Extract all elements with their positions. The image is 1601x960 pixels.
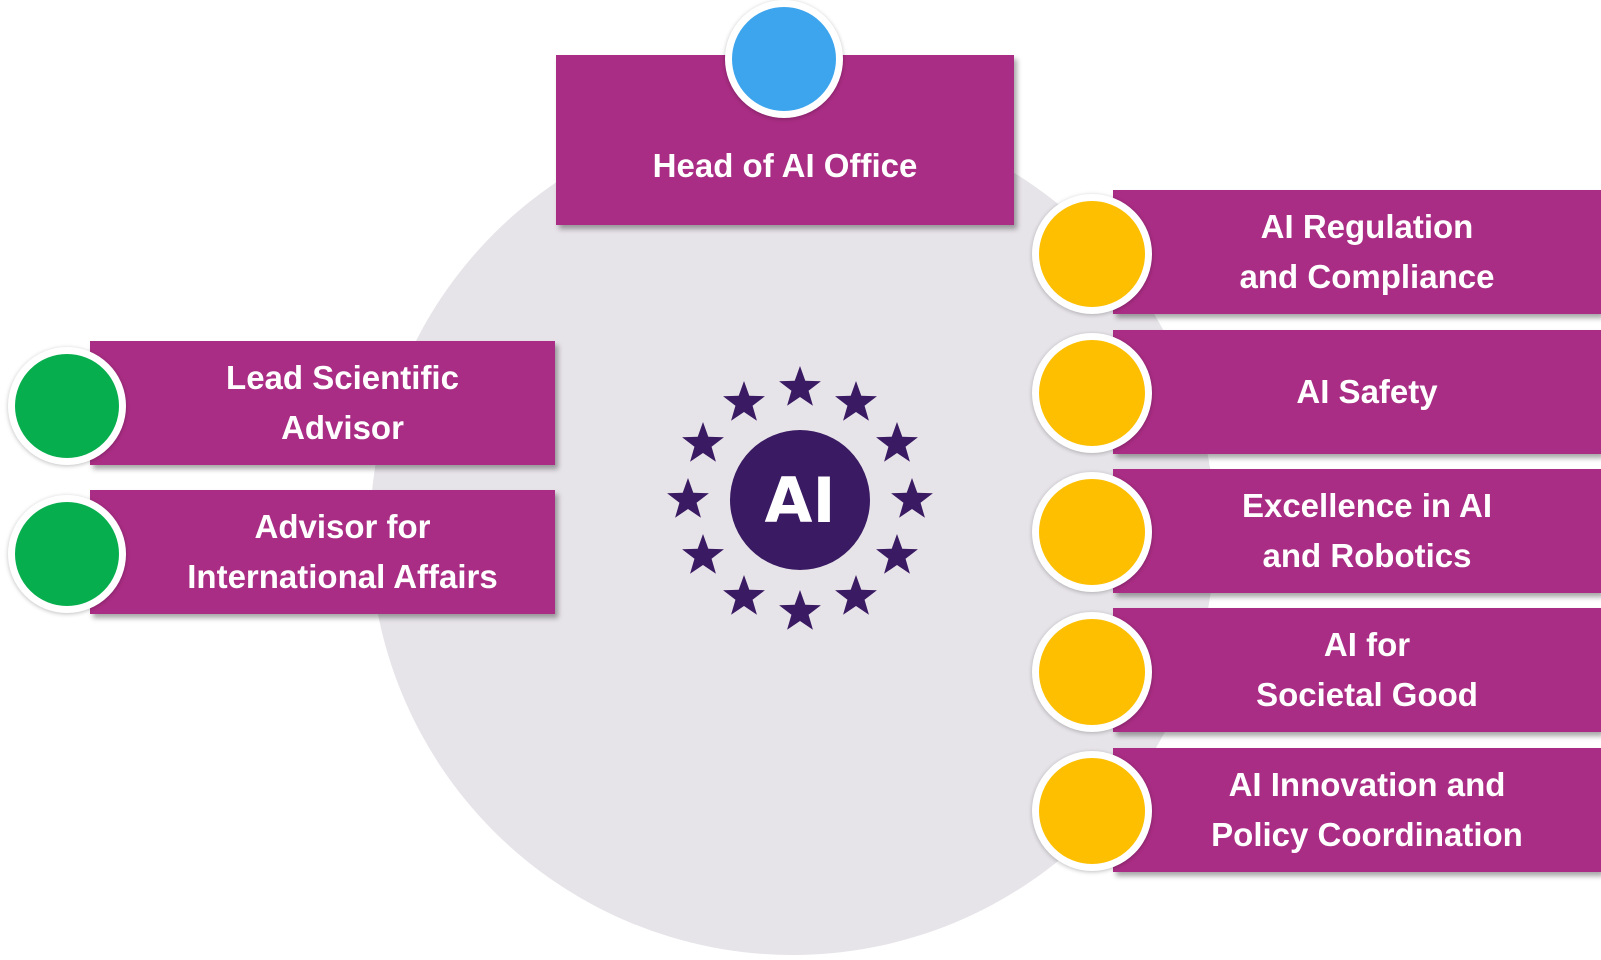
star-icon — [835, 574, 877, 615]
star-icon — [723, 574, 765, 615]
unit-label: Excellence in AI and Robotics — [1241, 487, 1493, 574]
star-icon — [682, 534, 724, 574]
star-icon — [876, 534, 918, 574]
star-icon — [835, 381, 877, 421]
star-icon — [876, 422, 918, 462]
head-node-circle — [725, 0, 843, 118]
unit-node-circle — [1032, 612, 1152, 732]
advisor-label: Advisor for International Affairs — [187, 508, 498, 595]
unit-node-circle — [1032, 751, 1152, 871]
head-label: Head of AI Office — [652, 147, 918, 184]
advisor-label: Lead Scientific Advisor — [226, 359, 459, 446]
unit-label: AI for Societal Good — [1256, 626, 1478, 713]
unit-node-circle — [1032, 194, 1152, 314]
advisor-box-international-affairs: Advisor for International Affairs — [90, 490, 555, 614]
star-icon — [723, 381, 765, 421]
unit-box-innovation-policy: AI Innovation and Policy Coordination — [1113, 748, 1601, 872]
unit-box-ai-safety: AI Safety — [1113, 330, 1601, 454]
advisor-node-circle — [8, 495, 126, 613]
eu-stars-ai-logo-icon: AI — [667, 366, 933, 630]
star-icon — [682, 422, 724, 462]
star-icon — [779, 366, 821, 406]
unit-node-circle — [1032, 333, 1152, 453]
logo-text: AI — [764, 464, 835, 537]
unit-node-circle — [1032, 472, 1152, 592]
advisor-box-lead-scientific: Lead Scientific Advisor — [90, 341, 555, 465]
unit-box-excellence-robotics: Excellence in AI and Robotics — [1113, 469, 1601, 593]
star-icon — [667, 478, 709, 518]
star-icon — [891, 478, 933, 518]
unit-label: AI Innovation and Policy Coordination — [1211, 766, 1523, 853]
logo-center-disc — [730, 430, 870, 570]
star-icon — [779, 590, 821, 630]
stars-ring — [667, 366, 933, 630]
unit-label: AI Regulation and Compliance — [1239, 208, 1495, 295]
unit-label: AI Safety — [1296, 373, 1438, 410]
unit-box-societal-good: AI for Societal Good — [1113, 608, 1601, 732]
unit-box-regulation-compliance: AI Regulation and Compliance — [1113, 190, 1601, 314]
advisor-node-circle — [8, 347, 126, 465]
